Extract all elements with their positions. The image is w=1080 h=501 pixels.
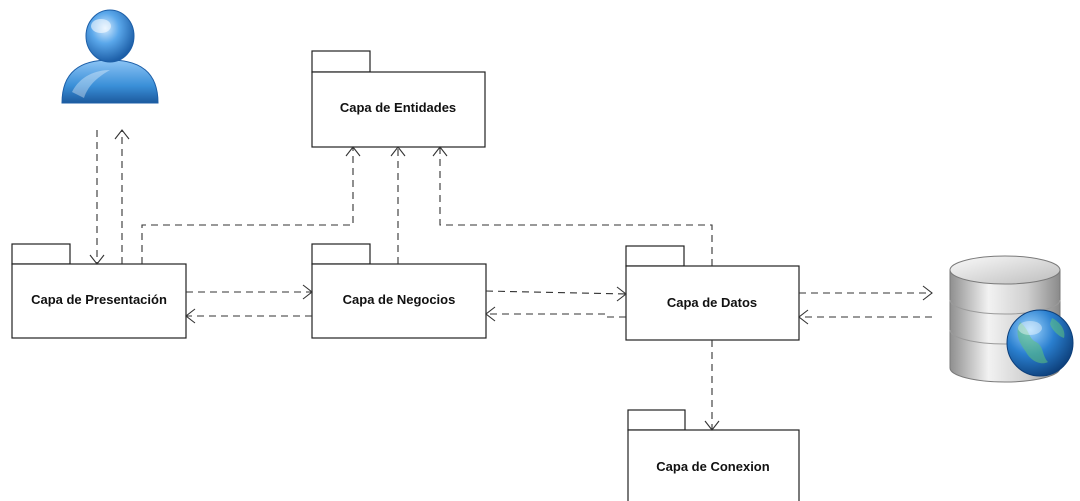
- dependency-presentacion-to-entidades: [141, 146, 361, 264]
- package-datos: Capa de Datos: [625, 245, 800, 341]
- package-presentacion-body: [11, 263, 187, 339]
- package-presentacion-label: Capa de Presentación: [31, 292, 167, 307]
- package-datos-label: Capa de Datos: [667, 295, 757, 310]
- dependency-datos-to-conexion: [704, 340, 720, 431]
- package-entidades-label: Capa de Entidades: [340, 100, 456, 115]
- package-negocios: Capa de Negocios: [311, 243, 487, 339]
- dependency-database-to-datos: [798, 309, 932, 325]
- package-negocios-body: [311, 263, 487, 339]
- dependency-negocios-to-presentacion: [185, 308, 312, 324]
- package-presentacion: Capa de Presentación: [11, 243, 187, 339]
- user-icon: [61, 9, 159, 104]
- package-presentacion-tab: [11, 243, 71, 265]
- package-conexion: Capa de Conexion: [627, 409, 800, 501]
- package-datos-body: [625, 265, 800, 341]
- package-entidades-tab: [311, 50, 371, 73]
- dependency-presentacion-to-user: [114, 129, 130, 264]
- dependency-presentacion-to-negocios: [186, 284, 313, 300]
- database-globe-icon: [949, 255, 1074, 383]
- dependency-user-to-presentacion: [89, 130, 105, 265]
- package-datos-tab: [625, 245, 685, 267]
- package-entidades: Capa de Entidades: [311, 50, 486, 148]
- package-negocios-tab: [311, 243, 371, 265]
- package-conexion-label: Capa de Conexion: [656, 459, 769, 474]
- dependency-datos-to-database: [799, 285, 933, 301]
- dependency-negocios-to-datos: [485, 286, 627, 302]
- package-conexion-body: [627, 429, 800, 501]
- dependency-negocios-to-entidades: [390, 146, 406, 264]
- package-negocios-label: Capa de Negocios: [343, 292, 456, 307]
- dependency-datos-to-negocios: [485, 306, 626, 322]
- dependency-datos-to-entidades: [432, 146, 713, 266]
- package-entidades-body: [311, 71, 486, 148]
- package-conexion-tab: [627, 409, 686, 431]
